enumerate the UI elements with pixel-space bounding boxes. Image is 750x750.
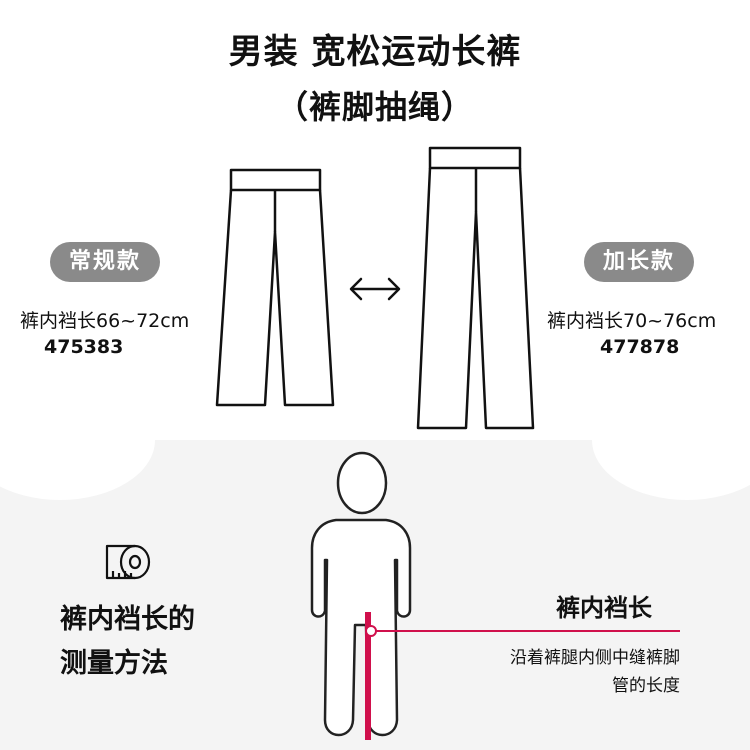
regular-product-code: 475383	[44, 336, 124, 358]
long-badge: 加长款	[584, 242, 694, 282]
inseam-description-line2: 管的长度	[612, 676, 680, 696]
regular-badge: 常规款	[50, 242, 160, 282]
measurement-heading: 裤内裆长的 测量方法	[60, 598, 195, 686]
inseam-label: 裤内裆长	[556, 594, 652, 622]
product-title: 男装 宽松运动长裤	[228, 32, 522, 72]
regular-inseam-spec: 裤内裆长66~72cm	[20, 310, 190, 332]
inseam-description-line1: 沿着裤腿内侧中缝裤脚	[510, 648, 680, 668]
product-subtitle: （裤脚抽绳）	[275, 88, 474, 126]
long-product-code: 477878	[600, 336, 680, 358]
measurement-heading-line2: 测量方法	[60, 648, 168, 679]
long-inseam-spec: 裤内裆长70~76cm	[547, 310, 717, 332]
inseam-description: 沿着裤腿内侧中缝裤脚 管的长度	[444, 644, 680, 700]
measurement-heading-line1: 裤内裆长的	[60, 604, 195, 635]
top-section	[0, 0, 750, 440]
